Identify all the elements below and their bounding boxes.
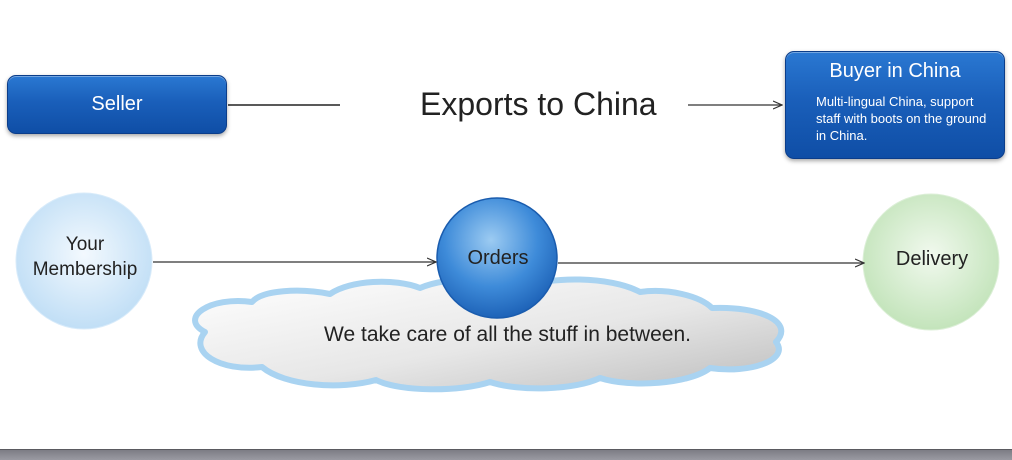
orders-circle (436, 197, 558, 319)
seller-label: Seller (91, 93, 143, 115)
membership-circle (15, 192, 153, 330)
seller-box: Seller (7, 75, 227, 134)
buyer-box: Buyer in China Multi-lingual China, supp… (785, 51, 1005, 159)
delivery-label: Delivery (895, 248, 969, 270)
buyer-title: Buyer in China (829, 60, 961, 82)
orders-label: Orders (467, 247, 529, 269)
exports-label: Exports to China (420, 86, 657, 122)
bottom-bar (0, 449, 1012, 460)
cloud-shape (192, 276, 785, 393)
membership-label-line1: Your (65, 234, 105, 255)
membership-label-line2: Membership (32, 259, 138, 280)
cloud-text: We take care of all the stuff in between… (324, 323, 691, 346)
buyer-description: Multi-lingual China, support staff with … (816, 94, 987, 143)
membership-label: Your Membership (18, 232, 152, 282)
